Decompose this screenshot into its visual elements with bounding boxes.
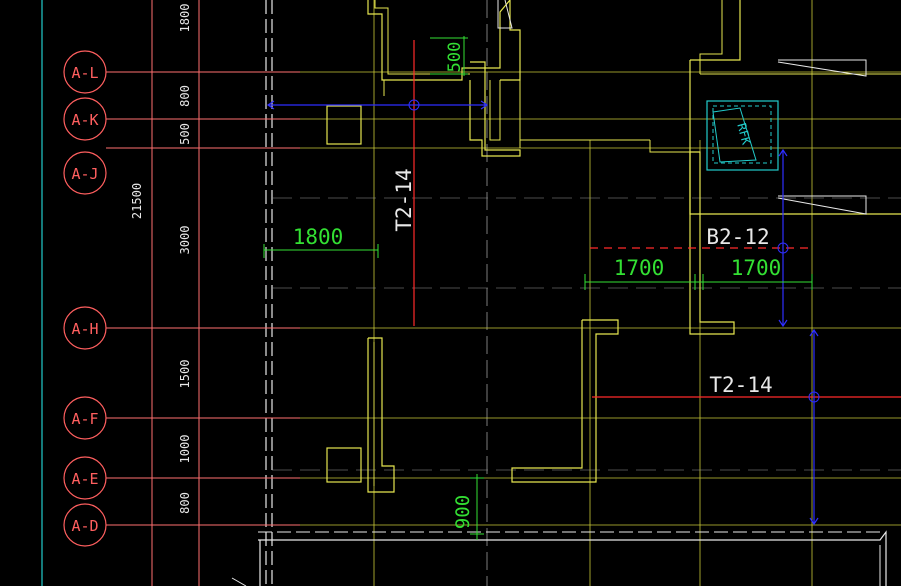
axis-bubbles: A-L A-K A-J A-H A-F A-E A-D — [63, 50, 107, 547]
row-dimension-1000: 1000 — [178, 435, 192, 464]
leader-node — [808, 391, 820, 403]
dimension-1700-left[interactable]: 1700 — [614, 256, 665, 280]
leader-node — [777, 242, 789, 254]
axis-label-a-e: A-E — [71, 470, 98, 488]
row-dimension-labels: 1800 800 500 3000 1500 1000 800 21500 — [130, 4, 192, 514]
dimension-1800[interactable]: 1800 — [293, 225, 344, 249]
axis-bubble-a-d[interactable]: A-D — [63, 503, 107, 547]
column — [326, 105, 362, 145]
leader-arrow — [480, 100, 489, 110]
dimension-900[interactable]: 900 — [452, 495, 474, 529]
row-dimension-500: 500 — [178, 123, 192, 145]
leader-arrow — [778, 148, 788, 157]
wall-outline — [511, 319, 619, 483]
window-mark — [777, 195, 867, 215]
leader-arrow — [809, 517, 819, 526]
bottom-wall — [258, 530, 887, 586]
axis-label-a-h: A-H — [71, 320, 98, 338]
window-mark — [777, 59, 867, 77]
row-dimension-800-bottom: 800 — [178, 492, 192, 514]
wall-outline — [367, 337, 395, 493]
dimension-500[interactable]: 500 — [445, 42, 465, 73]
leader-arrow — [778, 319, 788, 328]
wall-outline — [489, 80, 501, 141]
wall-outline — [689, 151, 735, 335]
axis-bubble-a-f[interactable]: A-F — [63, 396, 107, 440]
wall-outline — [699, 0, 723, 74]
stair-mark — [497, 0, 513, 29]
axis-bubble-a-e[interactable]: A-E — [63, 456, 107, 500]
axis-label-a-j: A-J — [71, 165, 98, 183]
rfk-box-inner — [712, 105, 772, 164]
wall-outline — [649, 140, 690, 153]
axis-label-a-k: A-K — [71, 111, 98, 129]
dimension-labels: 500 1800 1700 1700 900 — [293, 42, 782, 530]
tag-t2-14-horizontal[interactable]: T2-14 — [709, 373, 772, 397]
axis-label-a-l: A-L — [71, 64, 98, 82]
tag-rfk[interactable]: RFK — [734, 122, 753, 147]
rfk-symbol — [712, 107, 757, 163]
wall-outline — [690, 0, 741, 61]
tag-t2-14-vertical[interactable]: T2-14 — [392, 168, 416, 231]
axis-label-a-f: A-F — [71, 410, 98, 428]
wall-outline — [469, 61, 521, 157]
leader-arrow — [266, 100, 275, 110]
row-dimension-1500: 1500 — [178, 360, 192, 389]
leader-arrow — [809, 328, 819, 337]
wall-outline — [374, 0, 470, 75]
total-dimension-21500: 21500 — [130, 183, 144, 219]
axis-bubble-a-k[interactable]: A-K — [63, 97, 107, 141]
leader-node — [408, 99, 420, 111]
drawing-geometry — [41, 0, 901, 586]
axis-bubble-a-h[interactable]: A-H — [63, 306, 107, 350]
break-mark — [231, 577, 247, 586]
column — [326, 447, 362, 483]
axis-bubble-a-j[interactable]: A-J — [63, 151, 107, 195]
row-dimension-1800: 1800 — [178, 4, 192, 33]
axis-bubble-a-l[interactable]: A-L — [63, 50, 107, 94]
wall-outline — [367, 0, 511, 81]
row-dimension-3000: 3000 — [178, 226, 192, 255]
element-tags: T2-14 B2-12 T2-14 RFK — [392, 122, 773, 397]
tag-b2-12[interactable]: B2-12 — [706, 225, 769, 249]
dimension-1700-right[interactable]: 1700 — [731, 256, 782, 280]
row-dimension-800: 800 — [178, 85, 192, 107]
axis-label-a-d: A-D — [71, 517, 98, 535]
rfk-box-outer — [706, 100, 779, 171]
